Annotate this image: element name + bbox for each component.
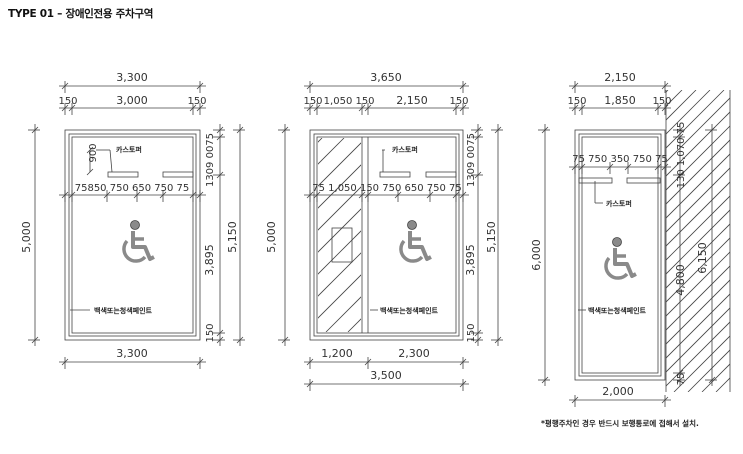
dim-b-top-3: 2,150: [396, 94, 428, 107]
dim-c-right-total: 6,150: [696, 242, 709, 274]
dim-c-right-top: 130 1,070 75: [676, 122, 687, 189]
stall-b-mid: [313, 133, 460, 337]
dim-b-top-1: 1,050: [324, 96, 353, 107]
drawing-title: TYPE 01 – 장애인전용 주차구역: [8, 8, 154, 20]
wheelchair-icon: [399, 220, 432, 263]
stopper-label-c: 카스토퍼: [606, 199, 632, 208]
dim-a-top-left: 150: [58, 96, 77, 107]
dim-a-right-mid: 3,895: [203, 244, 216, 276]
wheel-stopper: [162, 171, 194, 178]
dim-c-right-bottom: 75: [676, 373, 687, 386]
wheel-stopper: [379, 171, 411, 178]
dim-c-left-total: 6,000: [530, 239, 543, 271]
dim-b-right-top: 1309 0075: [466, 133, 477, 187]
leader: [109, 149, 113, 173]
stall-a-mid: [68, 133, 197, 337]
dim-tick: [86, 146, 94, 154]
dim-b-top-2: 150: [355, 96, 374, 107]
wheel-stopper: [107, 171, 139, 178]
stall-c-mid: [578, 133, 662, 377]
dim-b-row: 75 1,050 150 750 650 750 75: [312, 183, 462, 194]
dim-a-left-total: 5,000: [20, 221, 33, 253]
dim-b-right-bottom: 150: [466, 323, 477, 342]
dim-a-top-mid: 3,000: [116, 94, 148, 107]
dim-b-right-total: 5,150: [485, 221, 498, 253]
paint-label-a: 백색또는청색페인트: [94, 306, 153, 315]
stopper-label-a: 카스토퍼: [116, 145, 142, 154]
hatch-aisle: [318, 138, 361, 332]
dim-a-right-bottom: 150: [205, 323, 216, 342]
dim-b-top-4: 150: [449, 96, 468, 107]
dim-a-right-top: 1309 0075: [205, 133, 216, 187]
dim-c-bottom-total: 2,000: [602, 385, 634, 398]
dim-c-top-left: 150: [567, 96, 586, 107]
dim-a-bottom-total: 3,300: [116, 347, 148, 360]
dim-a-top-right: 150: [187, 96, 206, 107]
dim-a-right-total: 5,150: [226, 221, 239, 253]
dim-b-top-0: 150: [303, 96, 322, 107]
dim-b-right-mid: 3,895: [464, 244, 477, 276]
dim-c-right-mid: 4,800: [674, 264, 687, 296]
hatch-walkway: [666, 90, 730, 392]
dim-a-gap: 900: [88, 143, 99, 162]
stall-b-inner: [316, 136, 457, 334]
stall-b-outer: [309, 129, 464, 341]
dim-b-bottom-right: 2,300: [398, 347, 430, 360]
dim-b-left-total: 5,000: [265, 221, 278, 253]
paint-label-b: 백색또는청색페인트: [380, 306, 439, 315]
dim-c-top-mid: 1,850: [604, 94, 636, 107]
stall-a-inner: [71, 136, 194, 334]
wheelchair-icon: [604, 237, 637, 280]
wheel-stopper: [578, 177, 613, 184]
dim-b-top-total: 3,650: [370, 71, 402, 84]
wheelchair-side-icon: [331, 227, 353, 263]
dim-c-top-right: 150: [652, 96, 671, 107]
wheelchair-icon: [122, 220, 155, 263]
stall-c-inner: [581, 136, 659, 374]
dim-a-top-total: 3,300: [116, 71, 148, 84]
wheel-stopper: [626, 177, 661, 184]
dim-b-bottom-left: 1,200: [321, 347, 353, 360]
paint-label-c: 백색또는청색페인트: [588, 306, 647, 315]
dim-tick: [86, 168, 94, 176]
dim-b-bottom-total: 3,500: [370, 369, 402, 382]
stopper-label-b: 카스토퍼: [392, 145, 418, 154]
wheel-stopper: [425, 171, 457, 178]
stall-a-outer: [64, 129, 201, 341]
stall-c-outer: [574, 129, 666, 381]
dim-a-row: 75850 750 650 750 75: [75, 183, 190, 194]
footnote: *평행주차인 경우 반드시 보행통로에 접해서 설치.: [541, 419, 699, 428]
dim-c-row: 75 750 350 750 75: [572, 154, 667, 165]
dim-c-top-total: 2,150: [604, 71, 636, 84]
